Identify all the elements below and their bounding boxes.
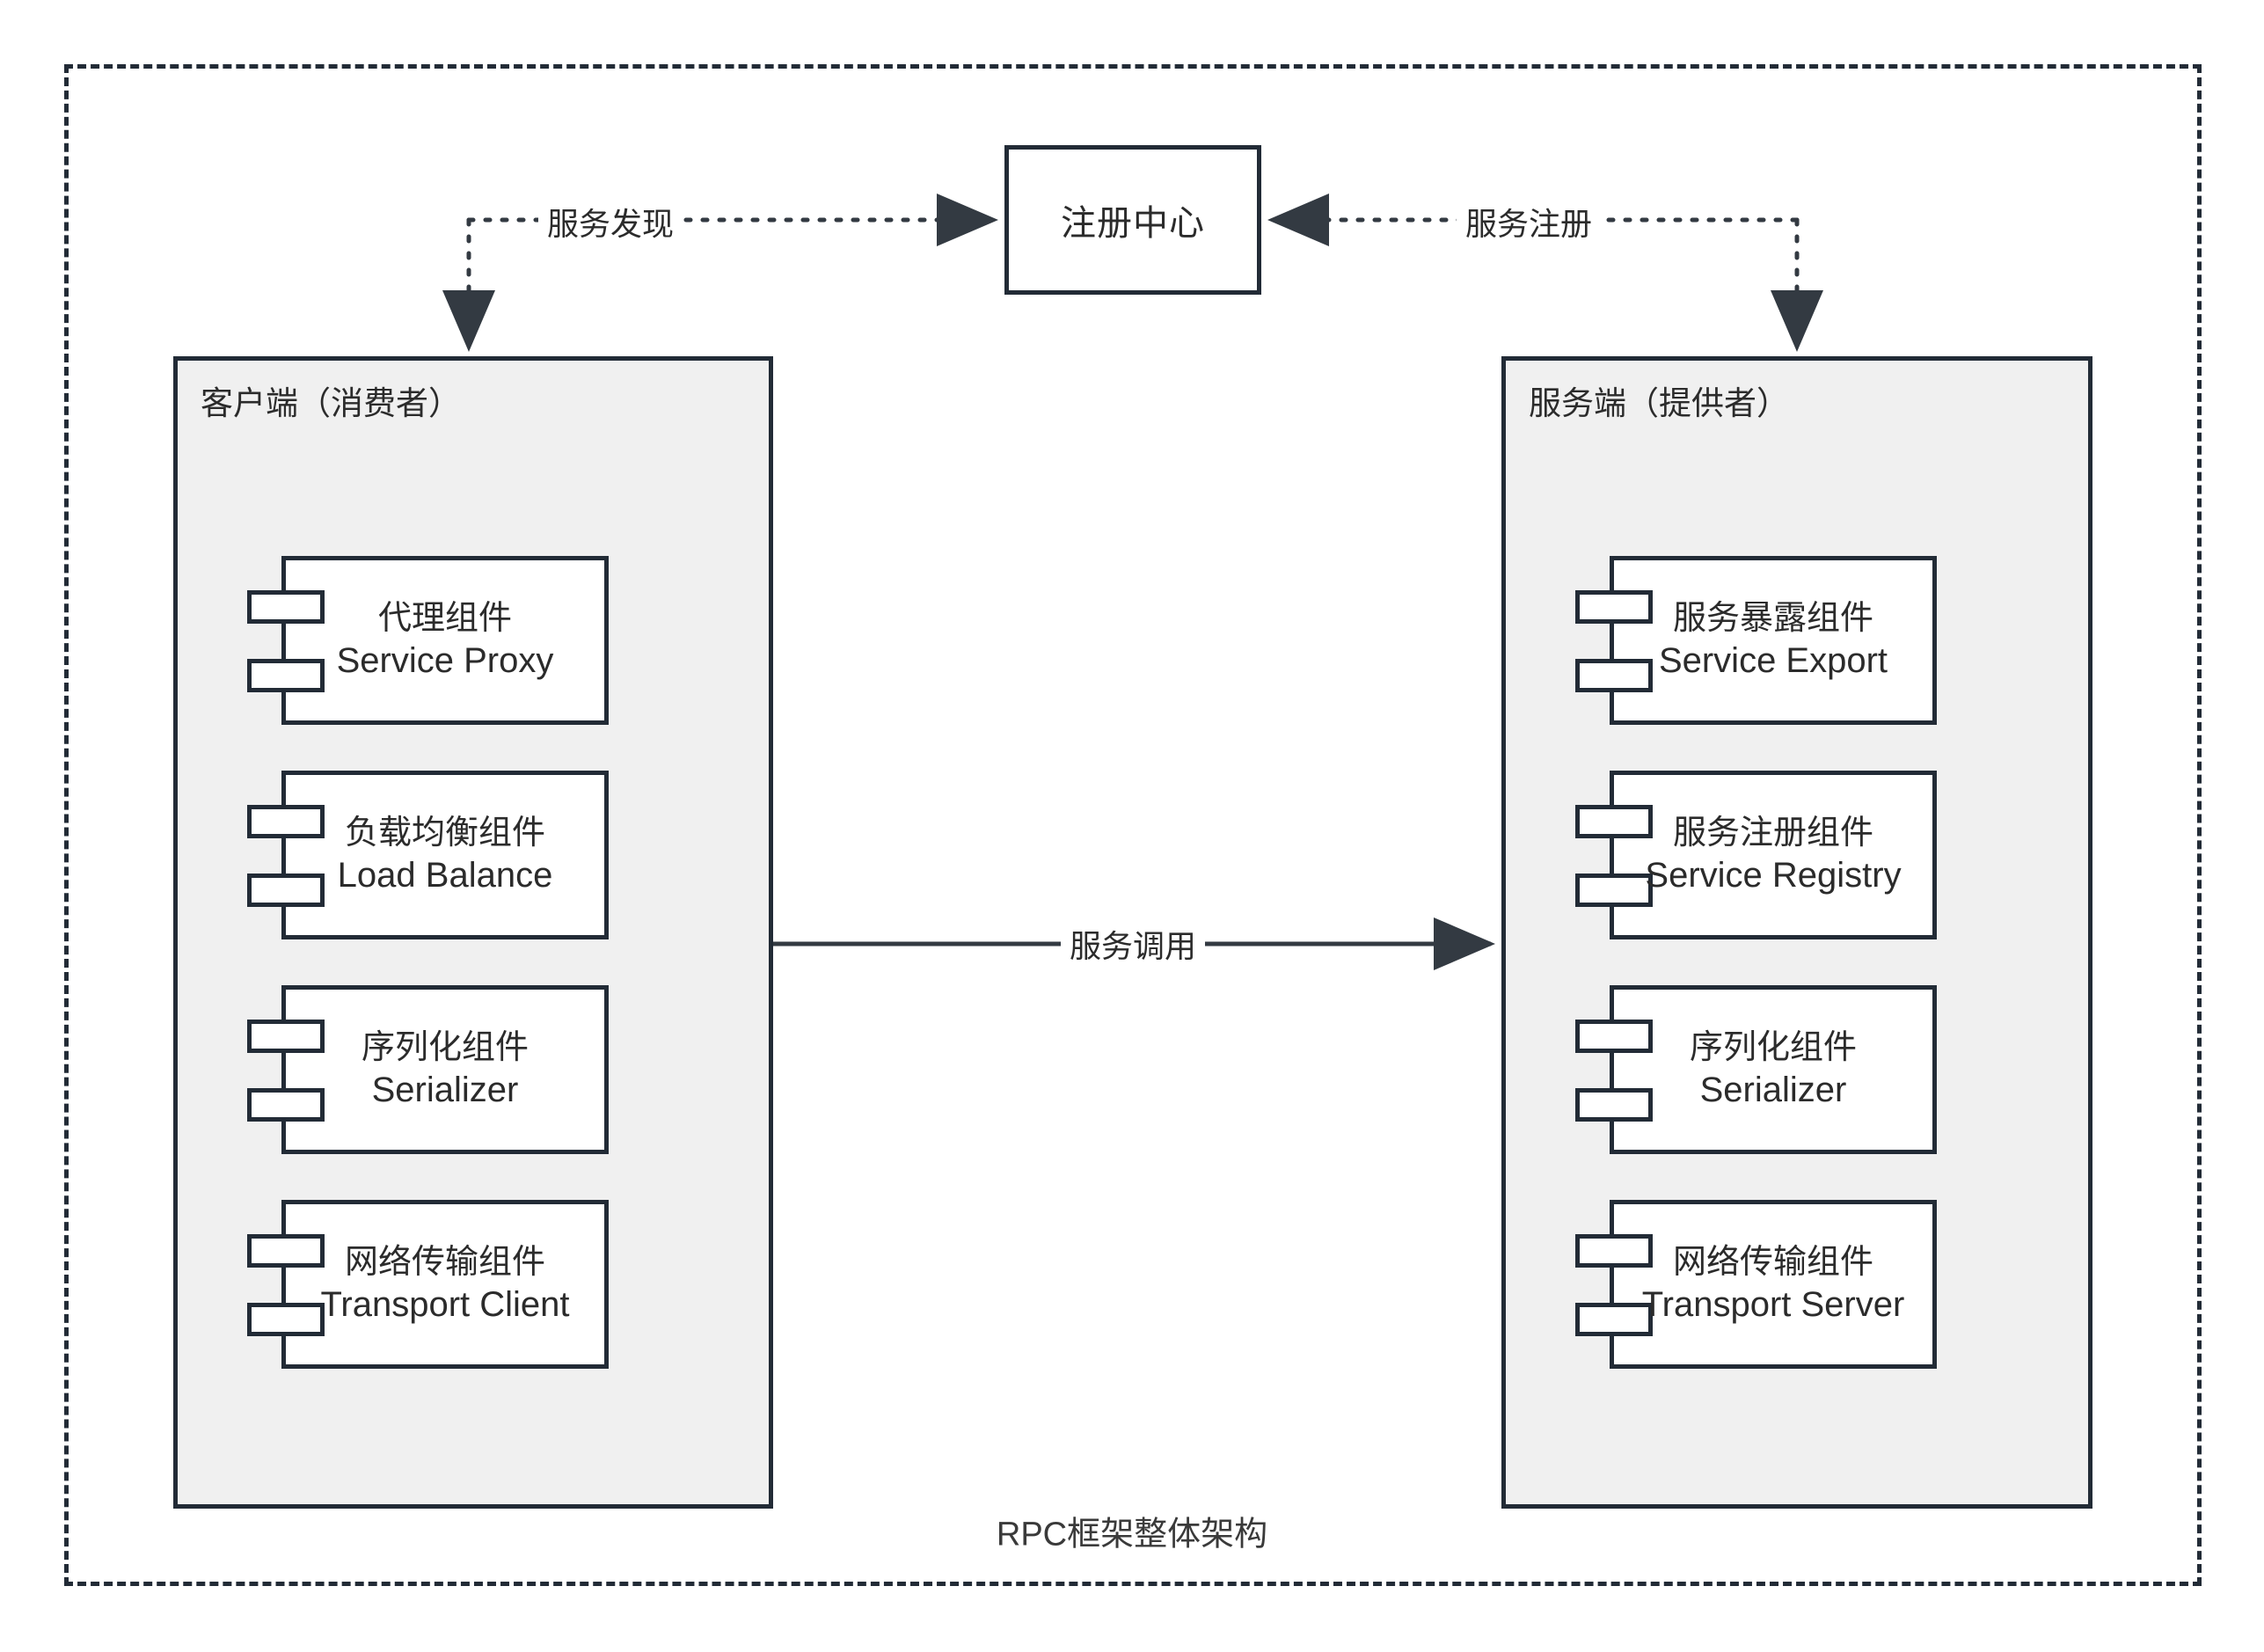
component-label-en: Service Export — [1658, 640, 1888, 680]
component-label-en: Transport Client — [320, 1284, 570, 1324]
component-transport-server[interactable]: 网络传输组件 Transport Server — [1575, 1200, 1937, 1369]
component-tab-lower-icon — [247, 1088, 325, 1122]
component-transport-client[interactable]: 网络传输组件 Transport Client — [247, 1200, 609, 1369]
component-tab-upper-icon — [1575, 1234, 1653, 1268]
component-service-export[interactable]: 服务暴露组件 Service Export — [1575, 556, 1937, 725]
client-zone-title: 客户端（消费者） — [201, 385, 461, 421]
component-load-balance[interactable]: 负载均衡组件 Load Balance — [247, 771, 609, 939]
component-tab-lower-icon — [247, 1303, 325, 1336]
component-label-en: Serializer — [1699, 1070, 1847, 1109]
edge-label-service-discovery: 服务发现 — [537, 199, 683, 245]
component-tab-upper-icon — [247, 1234, 325, 1268]
component-tab-lower-icon — [1575, 1088, 1653, 1122]
registry-node-label: 注册中心 — [1061, 204, 1205, 243]
component-tab-lower-icon — [247, 874, 325, 907]
component-tab-upper-icon — [1575, 1020, 1653, 1053]
component-label-en: Service Registry — [1645, 855, 1902, 895]
component-tab-lower-icon — [1575, 874, 1653, 907]
component-label-cn: 服务暴露组件 — [1672, 600, 1873, 638]
component-label-cn: 代理组件 — [377, 600, 512, 638]
component-label-cn: 网络传输组件 — [344, 1244, 545, 1282]
diagram-caption: RPC框架整体架构 — [996, 1516, 1268, 1553]
component-label-cn: 序列化组件 — [361, 1029, 529, 1067]
component-tab-upper-icon — [247, 1020, 325, 1053]
component-tab-upper-icon — [1575, 590, 1653, 624]
component-label-cn: 服务注册组件 — [1672, 815, 1873, 852]
component-tab-lower-icon — [1575, 659, 1653, 692]
component-label-en: Transport Server — [1641, 1284, 1905, 1324]
server-zone-title: 服务端（提供者） — [1529, 385, 1789, 421]
client-zone[interactable]: 客户端（消费者） 代理组件 Service Proxy 负载均衡组件 Load … — [173, 356, 773, 1509]
component-label-en: Load Balance — [337, 855, 553, 895]
registry-node[interactable]: 注册中心 — [1004, 145, 1261, 295]
component-tab-upper-icon — [247, 590, 325, 624]
diagram-outer-boundary — [64, 64, 2202, 1586]
component-service-proxy[interactable]: 代理组件 Service Proxy — [247, 556, 609, 725]
component-label-cn: 负载均衡组件 — [344, 815, 545, 852]
edge-label-service-invocation: 服务调用 — [1060, 921, 1206, 967]
component-tab-upper-icon — [247, 805, 325, 838]
component-tab-lower-icon — [247, 659, 325, 692]
component-tab-upper-icon — [1575, 805, 1653, 838]
component-label-cn: 序列化组件 — [1689, 1029, 1857, 1067]
component-service-registry[interactable]: 服务注册组件 Service Registry — [1575, 771, 1937, 939]
edge-label-service-registration: 服务注册 — [1456, 199, 1602, 245]
server-zone[interactable]: 服务端（提供者） 服务暴露组件 Service Export 服务注册组件 Se… — [1501, 356, 2092, 1509]
component-tab-lower-icon — [1575, 1303, 1653, 1336]
component-label-cn: 网络传输组件 — [1672, 1244, 1873, 1282]
component-serializer[interactable]: 序列化组件 Serializer — [1575, 985, 1937, 1154]
component-label-en: Serializer — [371, 1070, 519, 1109]
component-label-en: Service Proxy — [336, 640, 554, 680]
component-serializer[interactable]: 序列化组件 Serializer — [247, 985, 609, 1154]
